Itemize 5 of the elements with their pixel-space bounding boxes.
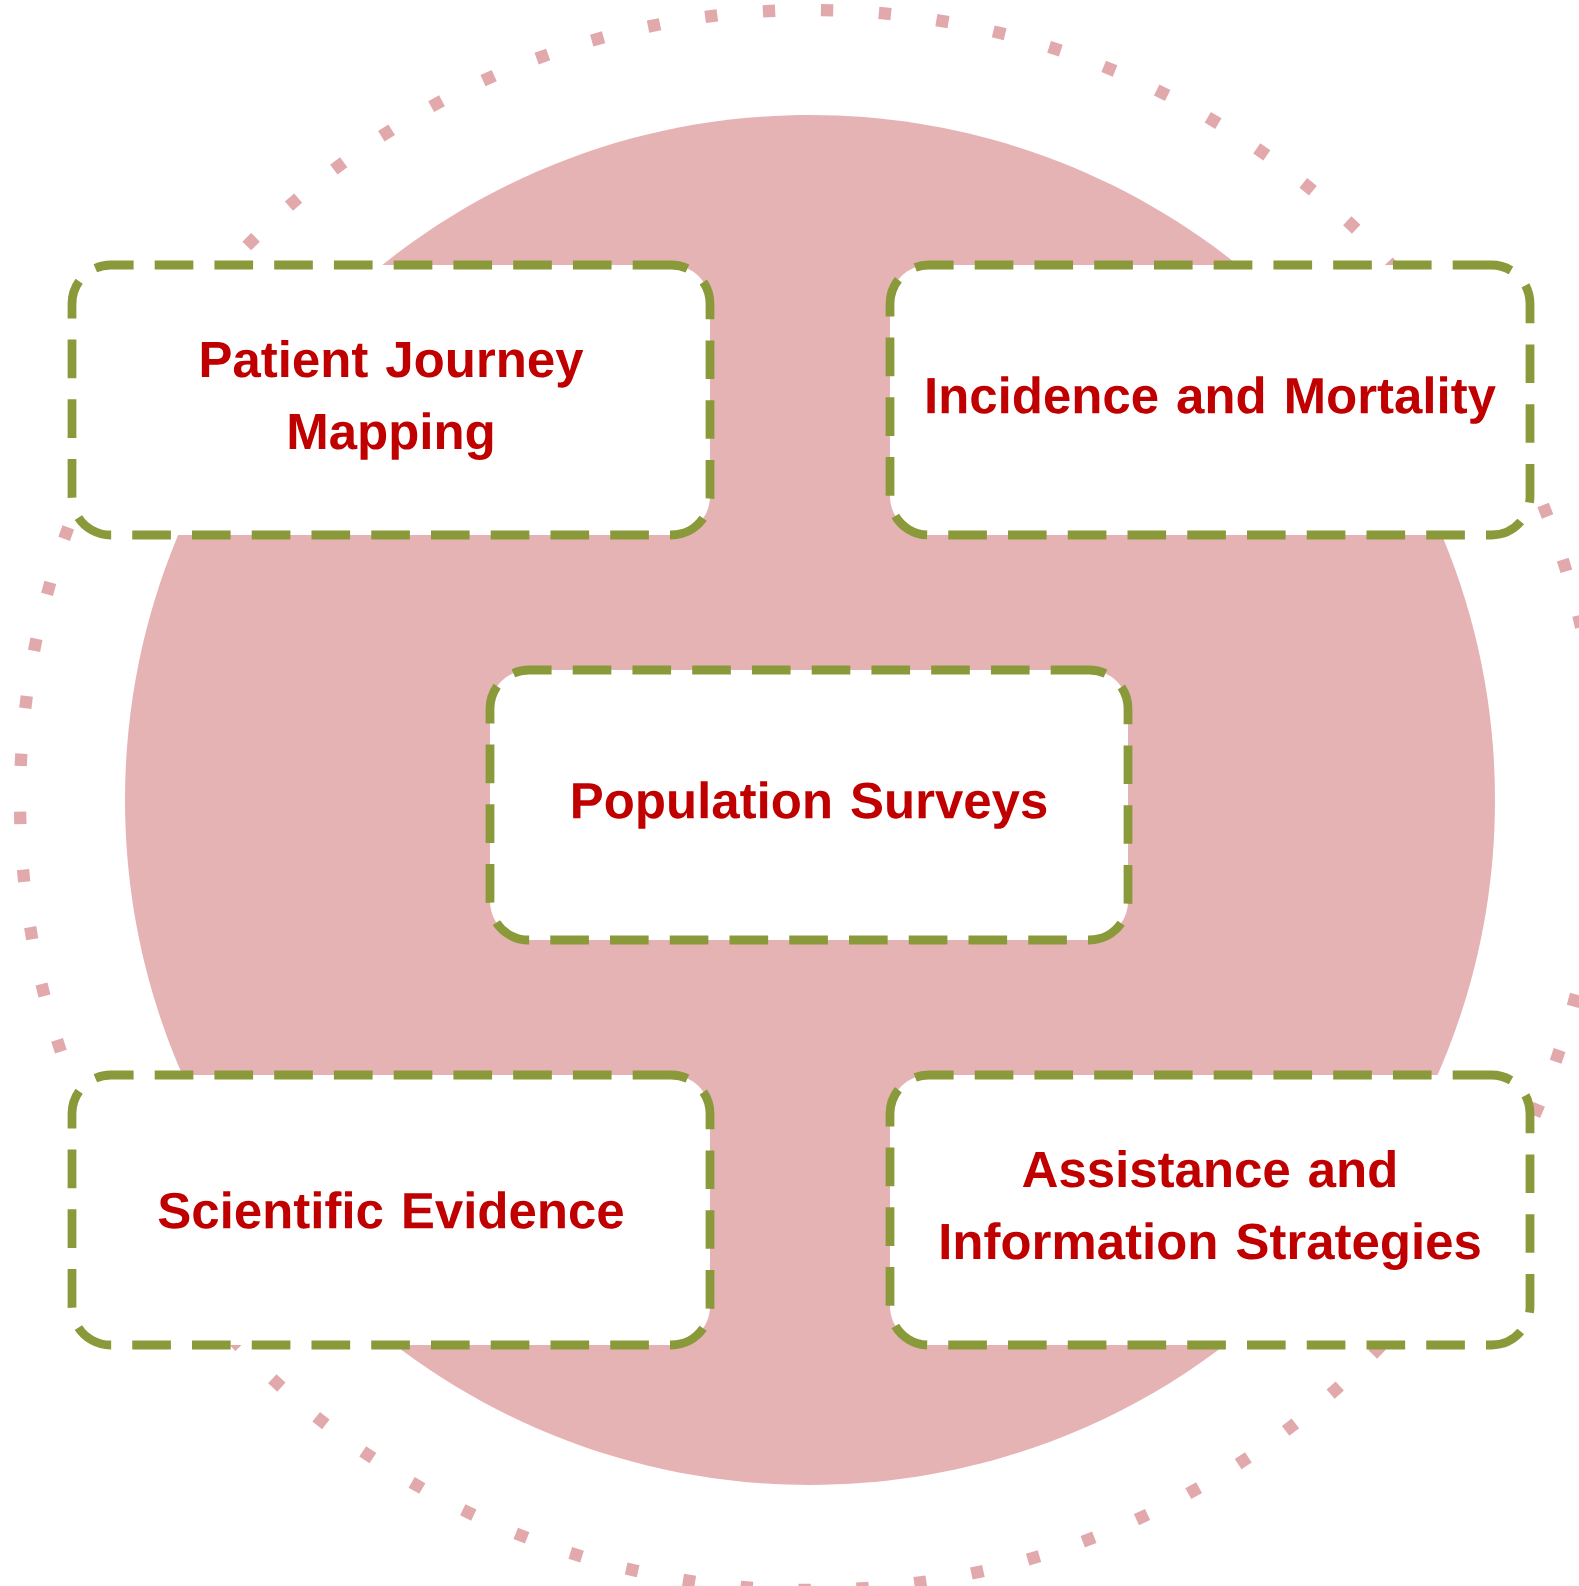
dashed-box: Population Surveys	[485, 665, 1133, 945]
dashed-box: Patient Journey Mapping	[67, 260, 715, 540]
dashed-box: Incidence and Mortality	[885, 260, 1535, 540]
dashed-box: Scientific Evidence	[67, 1070, 715, 1350]
dashed-box: Assistance and Information Strategies	[885, 1070, 1535, 1350]
